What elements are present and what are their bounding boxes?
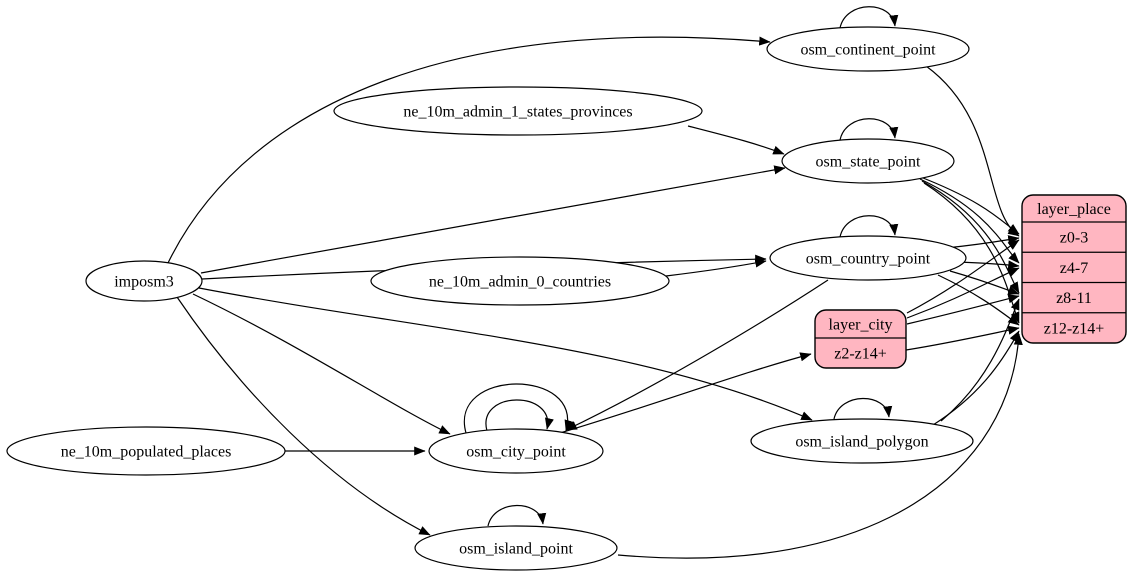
edge-layer_city-to-layer_place-z4-7 [906, 267, 1020, 319]
node-ne_10m_populated_places: ne_10m_populated_places [6, 426, 286, 476]
edge-osm_country_point-to-layer_place-z8-11 [949, 270, 1020, 295]
edge-layer_city-to-layer_place-z12-z14+ [905, 325, 1020, 351]
edge-osm_state_point-to-layer_place-z4-7 [919, 178, 1020, 264]
osm_island_point-label: osm_island_point [459, 541, 573, 558]
ne_10m_populated_places-label: ne_10m_populated_places [61, 444, 232, 461]
node-imposm3: imposm3 [85, 260, 203, 302]
edge-osm_country_point-to-layer_place-z4-7 [957, 260, 1020, 270]
edge-osm_country_point-to-layer_place-z12-z14+ [937, 274, 1020, 326]
layer_place-row-z8-11: z8-11 [1056, 290, 1092, 307]
edge-osm_island_polygon-to-osm_island_polygon [833, 397, 893, 420]
osm_state_point-shape [781, 138, 955, 184]
layer_place-shape [1021, 194, 1127, 344]
ne_10m_admin_0_countries-shape [370, 256, 670, 306]
osm_island_point-shape [414, 525, 618, 571]
edge-osm_country_point-to-osm_country_point [839, 215, 899, 238]
edge-ne_10m_admin_0_countries-to-osm_country_point [665, 258, 767, 277]
osm_island_polygon-shape [750, 418, 974, 464]
edge-layer_city-to-layer_place-z8-11 [906, 294, 1020, 325]
osm_continent_point-label: osm_continent_point [800, 42, 936, 59]
edge-osm_state_point-to-layer_place-z12-z14+ [923, 182, 1020, 324]
layer_place-row-z12-z14+: z12-z14+ [1044, 320, 1105, 337]
osm_country_point-shape [769, 235, 967, 281]
edge-osm_island_polygon-to-layer_place-z8-11 [940, 298, 1020, 422]
layer_place-row-z0-3: z0-3 [1060, 230, 1088, 247]
edge-imposm3-to-osm_island_polygon [198, 287, 813, 421]
node-layer_city: layer_city z2-z14+ [814, 309, 907, 369]
edge-osm_city_point-to-osm_city_point [485, 399, 554, 432]
osm_continent_point-shape [766, 26, 970, 72]
osm_city_point-shape [428, 428, 604, 474]
ne_10m_admin_1_states_provinces-label: ne_10m_admin_1_states_provinces [403, 104, 632, 121]
osm_city_point-label: osm_city_point [466, 444, 566, 461]
layer_place-row-z4-7: z4-7 [1060, 260, 1088, 277]
node-layer_place: layer_place z0-3 z4-7 z8-11 z12-z14+ [1021, 194, 1127, 344]
edge-imposm3-to-osm_island_point [176, 296, 431, 536]
edge-osm_country_point-to-osm_city_point [565, 279, 829, 431]
edge-osm_state_point-to-layer_place-z0-3 [917, 175, 1020, 235]
node-osm_island_polygon: osm_island_polygon [750, 418, 974, 464]
node-osm_city_point: osm_city_point [428, 428, 604, 474]
node-ne_10m_admin_1_states_provinces: ne_10m_admin_1_states_provinces [333, 86, 703, 136]
edge-imposm3-to-osm_state_point [200, 165, 786, 274]
edge-osm_island_point-to-osm_island_point [487, 504, 547, 527]
node-osm_continent_point: osm_continent_point [766, 26, 970, 72]
layer_city-row-z2-z14+: z2-z14+ [834, 346, 887, 363]
layer_city-shape [814, 309, 907, 369]
edge-osm_continent_point-to-osm_continent_point [839, 6, 899, 29]
node-osm_island_point: osm_island_point [414, 525, 618, 571]
edge-imposm3-to-osm_continent_point [167, 36, 771, 264]
edge-osm_island_polygon-to-layer_place-z12-z14+ [932, 330, 1020, 426]
edge-imposm3-to-osm_city_point [192, 293, 451, 435]
imposm3-shape [85, 260, 203, 302]
edge-osm_island_point-to-layer_place-z12-z14+ [617, 333, 1023, 559]
ne_10m_admin_1_states_provinces-shape [333, 86, 703, 136]
osm_state_point-label: osm_state_point [816, 154, 921, 171]
edges-layer [167, 6, 1023, 559]
edge-osm_city_point-to-osm_city_point [463, 383, 574, 434]
node-osm_state_point: osm_state_point [781, 138, 955, 184]
ne_10m_admin_0_countries-label: ne_10m_admin_0_countries [429, 274, 611, 291]
edge-ne_10m_admin_1_states_provinces-to-osm_state_point [687, 125, 785, 155]
nodes-layer: imposm3 ne_10m_admin_1_states_provincesne… [6, 26, 1127, 571]
layer_place-title: layer_place [1037, 201, 1111, 218]
node-ne_10m_admin_0_countries: ne_10m_admin_0_countries [370, 256, 670, 306]
node-osm_country_point: osm_country_point [769, 235, 967, 281]
edge-osm_country_point-to-layer_place-z0-3 [945, 235, 1020, 249]
layer_city-title: layer_city [829, 317, 893, 334]
ne_10m_populated_places-shape [6, 426, 286, 476]
edge-osm_state_point-to-osm_state_point [839, 118, 899, 141]
edge-layer_city-to-layer_place-z0-3 [906, 239, 1020, 314]
edge-osm_city_point-to-layer_city-z2-z14+ [559, 352, 812, 434]
osm_country_point-label: osm_country_point [806, 251, 931, 268]
osm_island_polygon-label: osm_island_polygon [795, 434, 928, 451]
imposm3-label: imposm3 [114, 274, 174, 291]
edge-osm_state_point-to-layer_place-z8-11 [921, 180, 1020, 294]
